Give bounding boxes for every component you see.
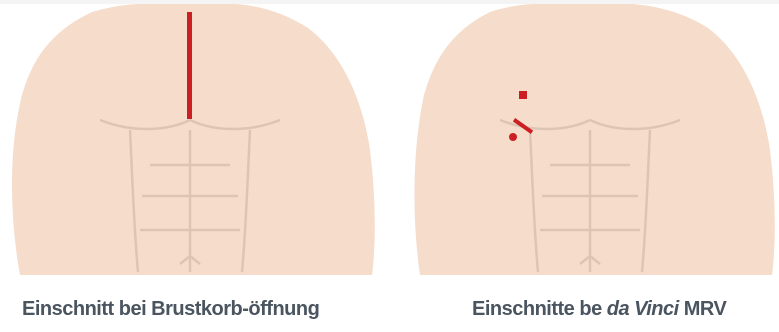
torso-body <box>414 4 774 275</box>
torso-body <box>12 4 375 275</box>
caption-sternotomy: Einschnitt bei Brustkorb-öffnung <box>22 298 319 321</box>
port-incision-upper <box>519 91 527 99</box>
caption-robotic-part1: Einschnitte be <box>472 298 607 320</box>
port-incision-lower <box>509 133 517 141</box>
caption-robotic-brand: da Vinci <box>607 298 679 320</box>
panel-sternotomy: Einschnitt bei Brustkorb-öffnung <box>0 0 380 332</box>
sternotomy-incision <box>187 12 192 119</box>
torso-illustration-right <box>410 0 779 290</box>
caption-robotic-part3: MRV <box>679 298 727 320</box>
torso-illustration-left <box>0 0 380 290</box>
caption-robotic: Einschnitte be da Vinci MRV <box>472 298 726 321</box>
panel-robotic: Einschnitte be da Vinci MRV <box>410 0 779 332</box>
